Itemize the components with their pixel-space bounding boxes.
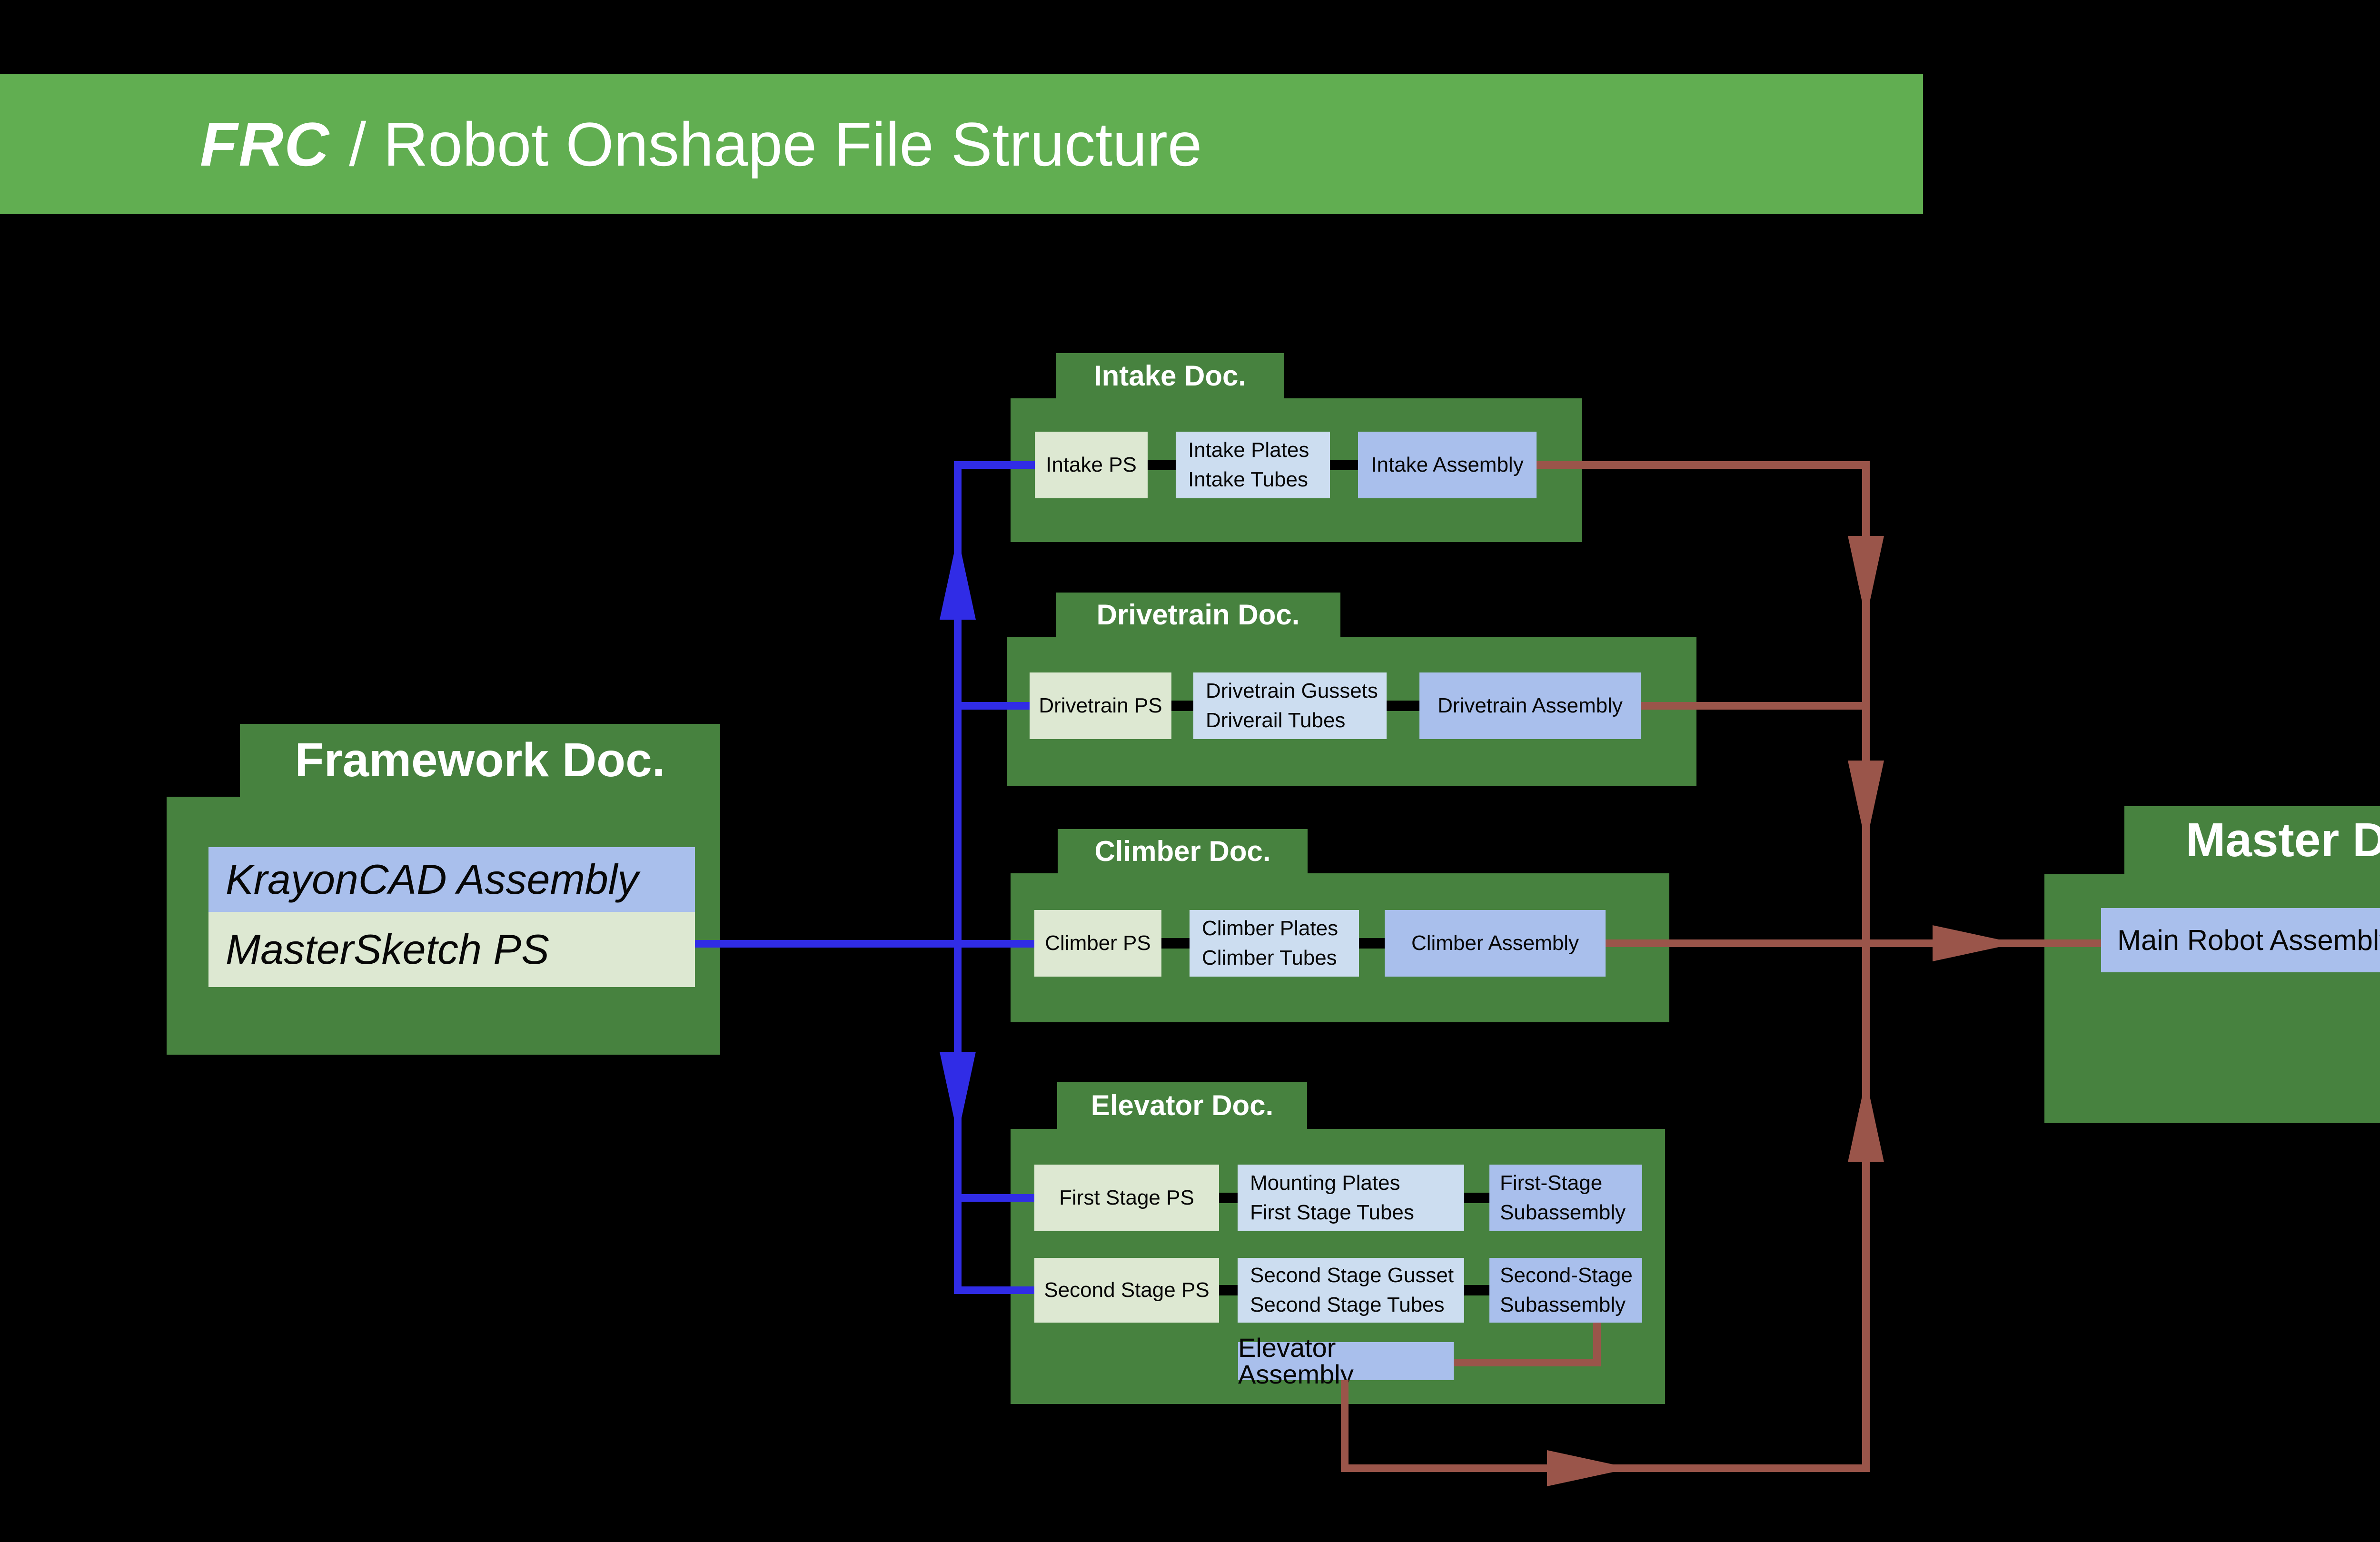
intake-ps-label: Intake PS [1046, 453, 1137, 476]
drivetrain-doc-title: Drivetrain Doc. [1096, 599, 1300, 631]
framework-krayoncad-assembly-box: KrayonCAD Assembly [208, 847, 695, 912]
elevator-first-parts-line1: Mounting Plates [1250, 1171, 1400, 1195]
intake-parts-line2: Intake Tubes [1188, 468, 1308, 491]
drivetrain-parts-line1: Drivetrain Gussets [1206, 679, 1378, 702]
climber-parts-line2: Climber Tubes [1202, 946, 1337, 969]
drivetrain-parts-box: Drivetrain Gussets Driverail Tubes [1193, 672, 1387, 739]
intake-doc-title: Intake Doc. [1093, 360, 1247, 392]
framework-mastersketch-ps-box: MasterSketch PS [208, 912, 695, 987]
elevator-first-stage-ps-label: First Stage PS [1059, 1186, 1194, 1209]
elevator-doc-tab: Elevator Doc. [1057, 1082, 1307, 1129]
brown-right-arrow-master [1933, 925, 2016, 961]
second-stage-subassembly-line1: Second-Stage [1500, 1264, 1633, 1287]
elevator-doc-title: Elevator Doc. [1091, 1089, 1274, 1121]
brown-down-arrow-1 [1848, 536, 1884, 620]
intake-parts-line1: Intake Plates [1188, 438, 1309, 462]
drivetrain-doc-tab: Drivetrain Doc. [1056, 593, 1340, 637]
elevator-second-stage-parts-box: Second Stage Gusset Second Stage Tubes [1238, 1258, 1464, 1323]
intake-doc-tab: Intake Doc. [1056, 353, 1284, 398]
elevator-assembly-box: Elevator Assembly [1238, 1334, 1454, 1388]
main-robot-assembly-label: Main Robot Assembly [2117, 924, 2380, 956]
header-banner: FRC / Robot Onshape File Structure [0, 74, 1923, 214]
second-stage-subassembly-line2: Subassembly [1500, 1293, 1626, 1316]
elevator-first-stage-subassembly-box: First-Stage Subassembly [1489, 1165, 1642, 1231]
intake-assembly-box: Intake Assembly [1358, 432, 1537, 498]
climber-assembly-box: Climber Assembly [1385, 910, 1606, 977]
elevator-first-parts-line2: First Stage Tubes [1250, 1201, 1414, 1224]
brown-right-arrow-bottom [1547, 1450, 1631, 1486]
framework-mastersketch-ps-label: MasterSketch PS [226, 926, 549, 973]
framework-krayoncad-assembly-label: KrayonCAD Assembly [226, 856, 639, 903]
climber-parts-box: Climber Plates Climber Tubes [1190, 910, 1359, 977]
intake-ps-box: Intake PS [1035, 432, 1148, 498]
drivetrain-assembly-label: Drivetrain Assembly [1438, 694, 1623, 717]
intake-parts-box: Intake Plates Intake Tubes [1176, 432, 1330, 498]
elevator-second-parts-line2: Second Stage Tubes [1250, 1293, 1445, 1316]
climber-assembly-label: Climber Assembly [1411, 931, 1579, 955]
brown-down-arrow-2 [1848, 761, 1884, 844]
elevator-second-stage-subassembly-box: Second-Stage Subassembly [1489, 1258, 1642, 1323]
framework-feed-arrows [940, 536, 976, 1136]
master-doc-tab: Master Document [2124, 806, 2380, 874]
climber-doc-tab: Climber Doc. [1058, 829, 1308, 873]
intake-assembly-label: Intake Assembly [1371, 453, 1524, 476]
framework-doc-tab: Framework Doc. [240, 724, 720, 797]
master-doc-title: Master Document [2185, 813, 2380, 867]
elevator-second-stage-ps-label: Second Stage PS [1044, 1278, 1210, 1302]
drivetrain-parts-line2: Driverail Tubes [1206, 709, 1346, 732]
framework-doc-title: Framework Doc. [295, 733, 665, 787]
blue-up-arrow [940, 536, 976, 620]
drivetrain-ps-label: Drivetrain PS [1039, 694, 1162, 717]
framework-feed-lines [695, 461, 1035, 1294]
climber-ps-label: Climber PS [1045, 931, 1151, 955]
blue-down-arrow [940, 1052, 976, 1136]
climber-parts-line1: Climber Plates [1202, 917, 1339, 940]
drivetrain-ps-box: Drivetrain PS [1030, 672, 1171, 739]
elevator-second-stage-ps-box: Second Stage PS [1034, 1258, 1219, 1323]
elevator-assembly-label: Elevator Assembly [1238, 1333, 1354, 1389]
main-robot-assembly-box: Main Robot Assembly [2101, 908, 2380, 972]
elevator-first-stage-ps-box: First Stage PS [1034, 1165, 1219, 1231]
first-stage-subassembly-line2: Subassembly [1500, 1201, 1626, 1224]
climber-doc-title: Climber Doc. [1094, 835, 1271, 867]
elevator-first-stage-parts-box: Mounting Plates First Stage Tubes [1238, 1165, 1464, 1231]
brown-up-arrow [1848, 1078, 1884, 1162]
header-brand: FRC [200, 109, 330, 179]
drivetrain-assembly-box: Drivetrain Assembly [1419, 672, 1641, 739]
header-title: / Robot Onshape File Structure [349, 109, 1202, 179]
climber-ps-box: Climber PS [1034, 910, 1161, 977]
elevator-second-parts-line1: Second Stage Gusset [1250, 1264, 1454, 1287]
first-stage-subassembly-line1: First-Stage [1500, 1171, 1603, 1195]
